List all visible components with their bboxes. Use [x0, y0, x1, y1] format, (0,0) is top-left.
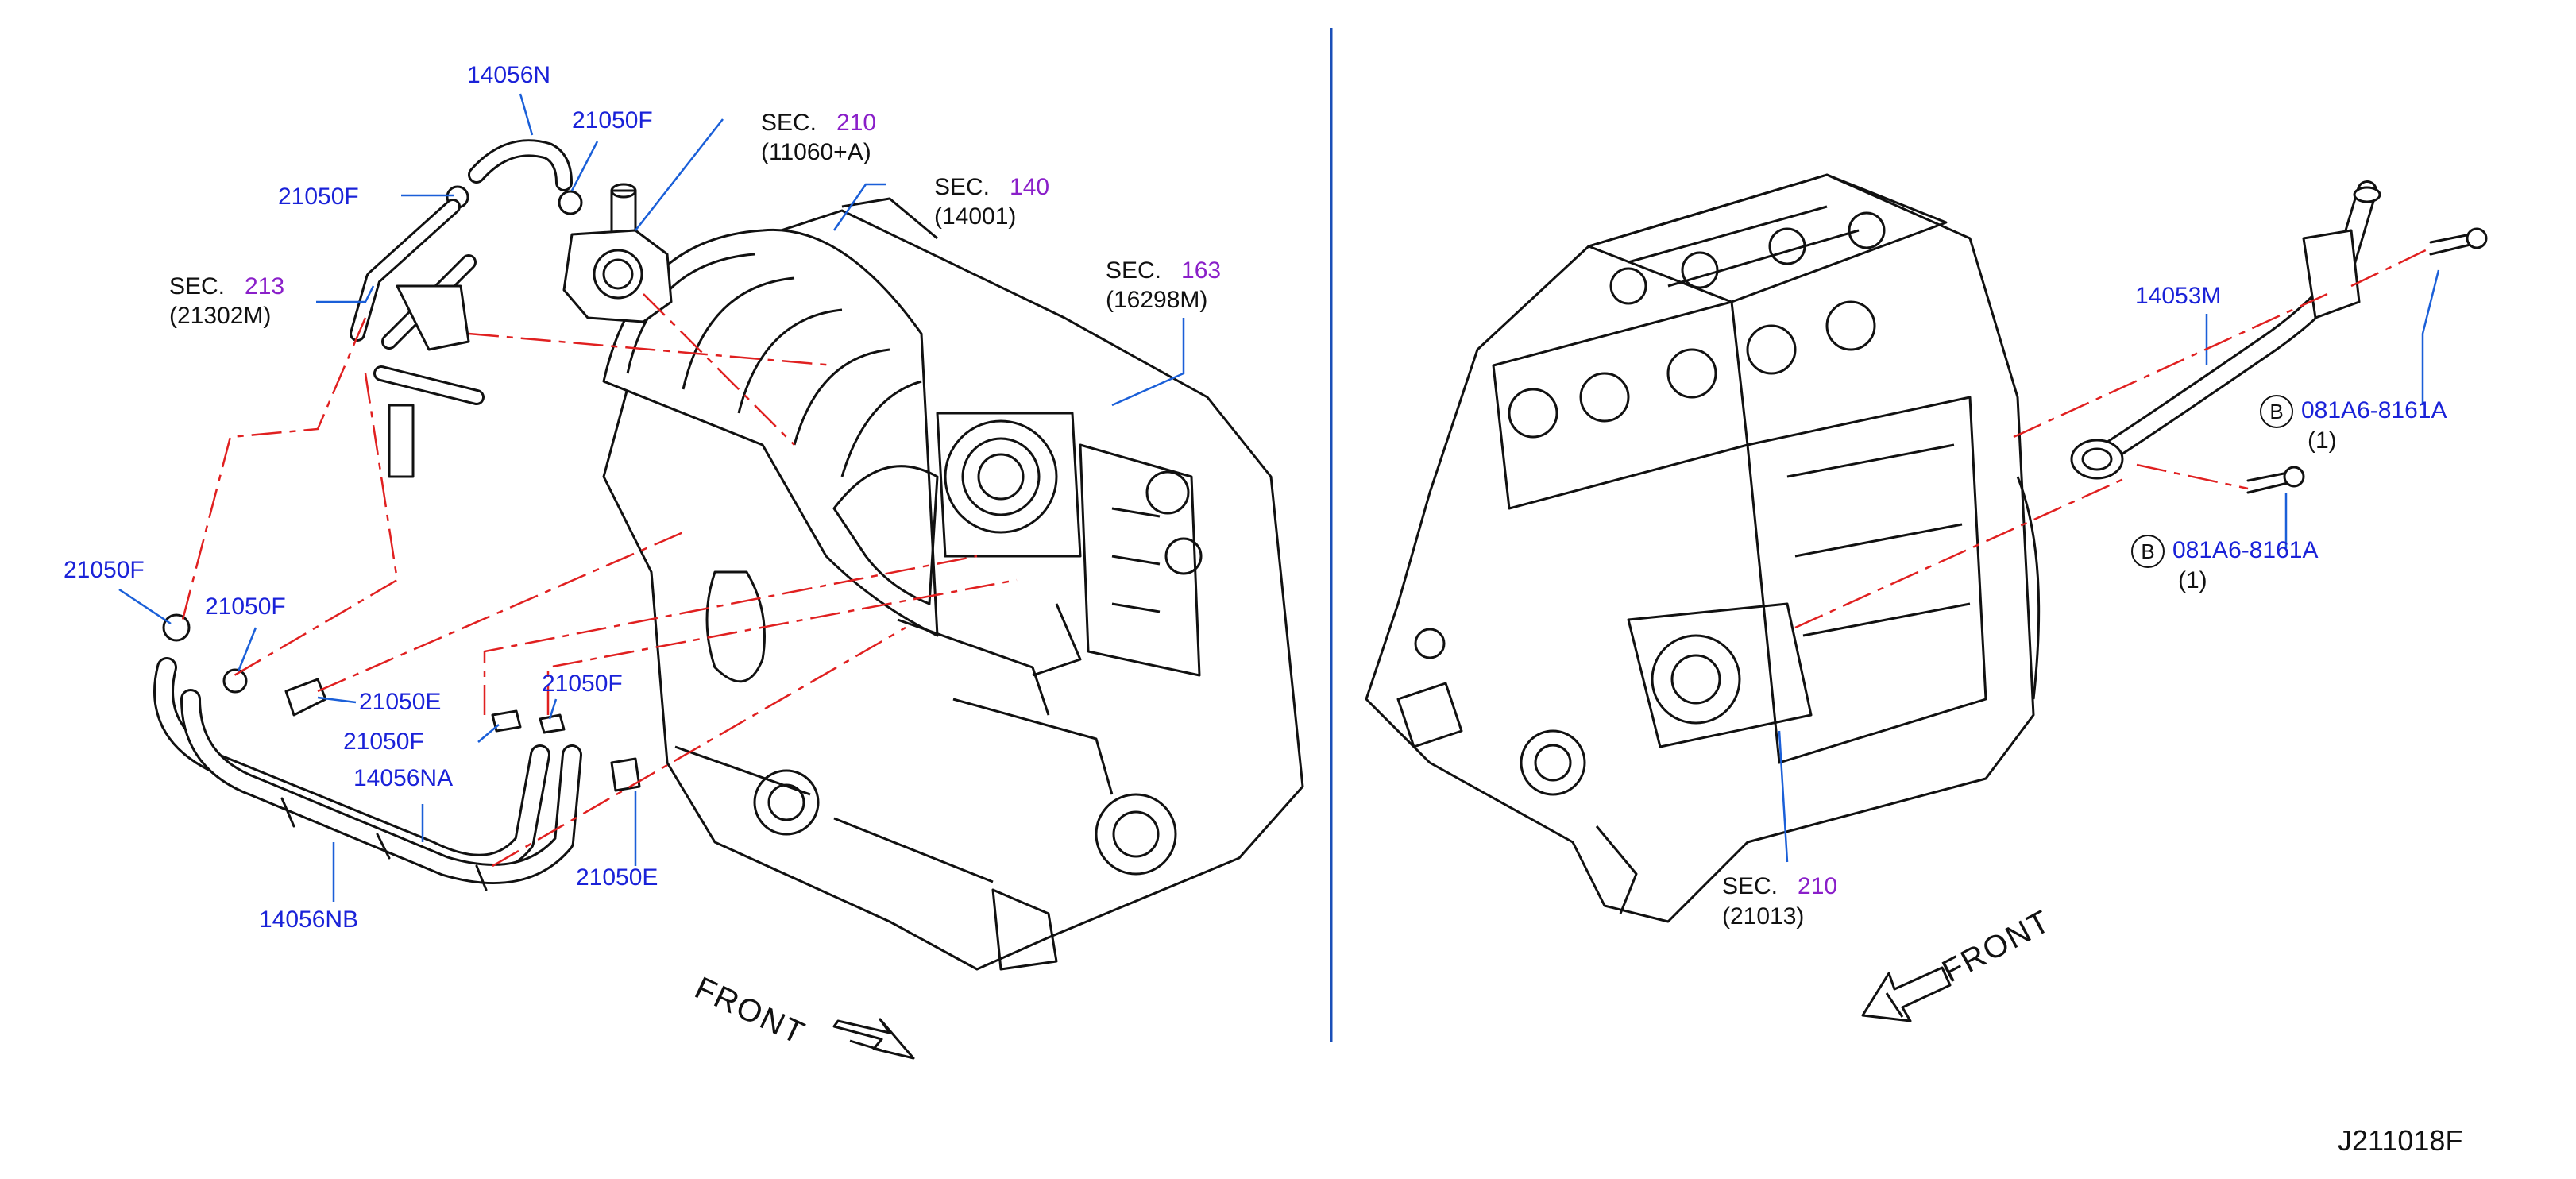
- bolt-label: B 081A6-8161A: [2260, 395, 2447, 428]
- bolt-part-number: 081A6-8161A: [2301, 396, 2447, 423]
- part-label-21050f: 21050F: [343, 729, 424, 755]
- part-label-14056nb: 14056NB: [259, 906, 359, 933]
- bolt-part-number: 081A6-8161A: [2172, 536, 2319, 563]
- section-number: 163: [1181, 257, 1222, 284]
- right-engine-illustration: [1365, 173, 2041, 923]
- part-label-14056na: 14056NA: [353, 765, 454, 791]
- section-word: SEC.: [1722, 873, 1778, 899]
- left-front-arrow: [832, 1018, 915, 1060]
- part-label-21050f: 21050F: [542, 671, 623, 697]
- part-label-14056n: 14056N: [467, 62, 551, 88]
- section-ref-163: SEC. 163: [1106, 257, 1221, 285]
- section-word: SEC.: [1106, 257, 1162, 284]
- part-label-14053m: 14053M: [2135, 283, 2222, 309]
- section-number: 210: [1798, 873, 1838, 899]
- left-leader-lines: [118, 93, 1185, 902]
- section-ref-213: SEC. 213: [169, 273, 284, 301]
- section-ref-code: (21302M): [169, 303, 272, 329]
- right-front-arrow: [1861, 966, 1952, 1022]
- bolt-quantity: (1): [2178, 567, 2207, 593]
- bolt-marker-icon: B: [2260, 395, 2293, 428]
- part-label-21050f: 21050F: [205, 593, 286, 620]
- bolt-marker-icon: B: [2131, 535, 2165, 568]
- section-ref-210: SEC. 210: [761, 109, 876, 137]
- section-ref-code: (14001): [934, 203, 1017, 230]
- part-label-21050f: 21050F: [64, 557, 145, 583]
- section-word: SEC.: [761, 110, 817, 136]
- section-ref-140: SEC. 140: [934, 173, 1049, 202]
- diagram-code: J211018F: [2338, 1124, 2463, 1157]
- section-word: SEC.: [169, 273, 226, 300]
- section-number: 213: [245, 273, 285, 300]
- part-label-21050f: 21050F: [278, 184, 359, 210]
- right-dash-lines: [1794, 246, 2431, 629]
- section-number: 140: [1010, 174, 1050, 200]
- bolt-quantity: (1): [2308, 427, 2337, 454]
- left-dash-lines: [181, 293, 1018, 868]
- section-ref-code: (21013): [1722, 903, 1805, 930]
- section-ref-code: (11060+A): [761, 139, 871, 165]
- part-label-21050e: 21050E: [576, 864, 658, 891]
- part-label-21050e: 21050E: [359, 689, 442, 715]
- bolt-label: B 081A6-8161A: [2131, 535, 2319, 568]
- section-ref-210: SEC. 210: [1722, 872, 1837, 901]
- section-word: SEC.: [934, 174, 991, 200]
- section-number: 210: [836, 110, 877, 136]
- part-label-21050f: 21050F: [572, 107, 653, 133]
- section-ref-code: (16298M): [1106, 287, 1208, 313]
- right-leader-lines: [1778, 269, 2440, 863]
- right-water-pipe: [2070, 180, 2488, 494]
